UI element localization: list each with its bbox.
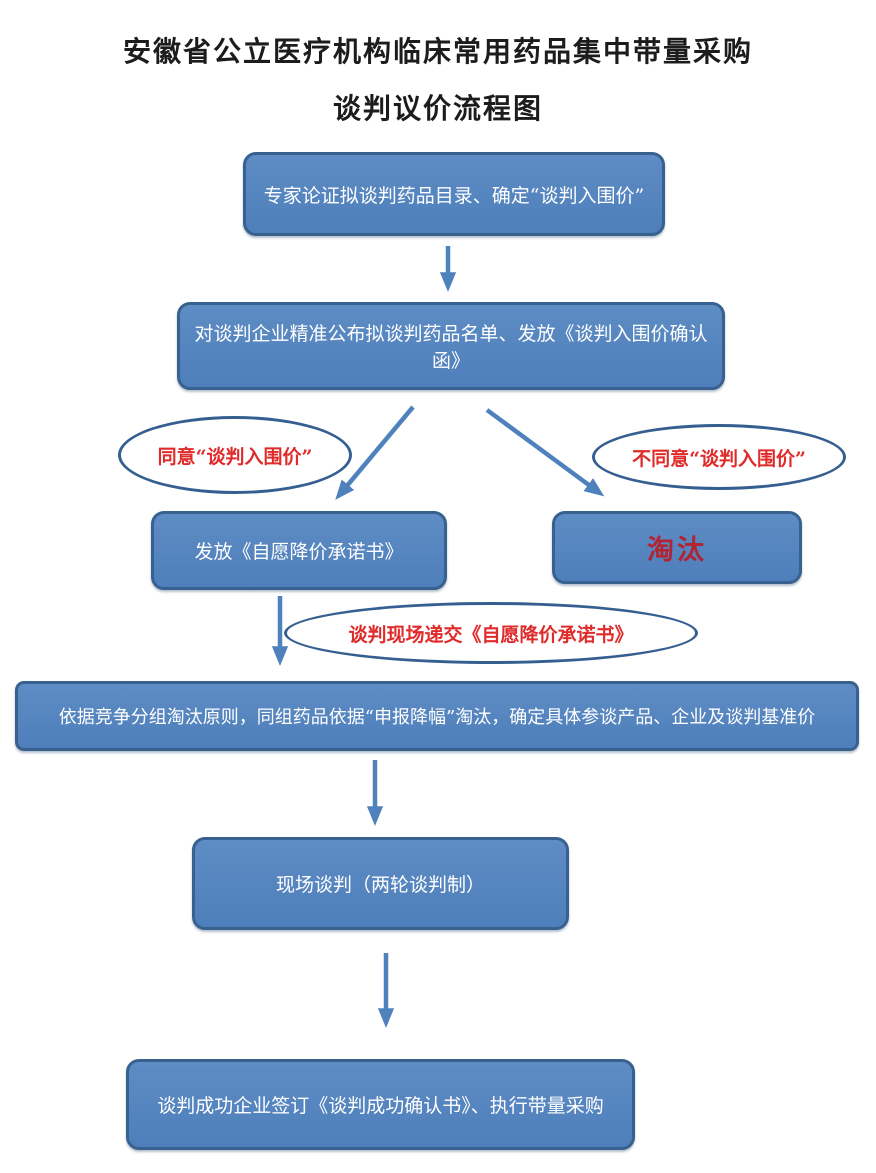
- arrow-step2-to-issue: [335, 405, 415, 500]
- node-final-confirmation-label: 谈判成功企业签订《谈判成功确认书》、执行带量采购: [157, 1095, 604, 1117]
- node-eliminate-label: 淘汰: [647, 535, 707, 566]
- node-publish-list: 对谈判企业精准公布拟谈判药品名单、发放《谈判入围价确认函》: [177, 302, 725, 390]
- node-publish-list-label: 对谈判企业精准公布拟谈判药品名单、发放《谈判入围价确认函》: [194, 323, 708, 372]
- diagram-title-line2: 谈判议价流程图: [332, 92, 543, 125]
- node-expert-review: 专家论证拟谈判药品目录、确定“谈判入围价”: [243, 152, 665, 236]
- arrow-step2-to-eliminate: [485, 408, 605, 497]
- condition-submit-onsite-label: 谈判现场递交《自愿降价承诺书》: [348, 623, 634, 646]
- node-expert-review-label: 专家论证拟谈判药品目录、确定“谈判入围价”: [263, 184, 645, 207]
- condition-submit-onsite-ellipse: 谈判现场递交《自愿降价承诺书》: [284, 602, 698, 664]
- node-issue-commitment-label: 发放《自愿降价承诺书》: [194, 541, 404, 563]
- node-onsite-negotiation-label: 现场谈判（两轮谈判制）: [275, 874, 485, 896]
- node-grouping-rule-label: 依据竞争分组淘汰原则，同组药品依据“申报降幅”淘汰，确定具体参谈产品、企业及谈判…: [58, 707, 816, 728]
- condition-disagree-ellipse: 不同意“谈判入围价”: [592, 424, 846, 490]
- node-issue-commitment: 发放《自愿降价承诺书》: [151, 511, 447, 590]
- condition-disagree-label: 不同意“谈判入围价”: [632, 447, 806, 470]
- condition-agree-label: 同意“谈判入围价”: [157, 445, 313, 468]
- node-onsite-negotiation: 现场谈判（两轮谈判制）: [192, 837, 569, 930]
- condition-agree-ellipse: 同意“谈判入围价”: [118, 416, 352, 494]
- node-eliminate: 淘汰: [552, 511, 802, 584]
- diagram-title-line1: 安徽省公立医疗机构临床常用药品集中带量采购: [122, 35, 753, 68]
- node-grouping-rule: 依据竞争分组淘汰原则，同组药品依据“申报降幅”淘汰，确定具体参谈产品、企业及谈判…: [15, 681, 859, 751]
- node-final-confirmation: 谈判成功企业签订《谈判成功确认书》、执行带量采购: [126, 1059, 635, 1150]
